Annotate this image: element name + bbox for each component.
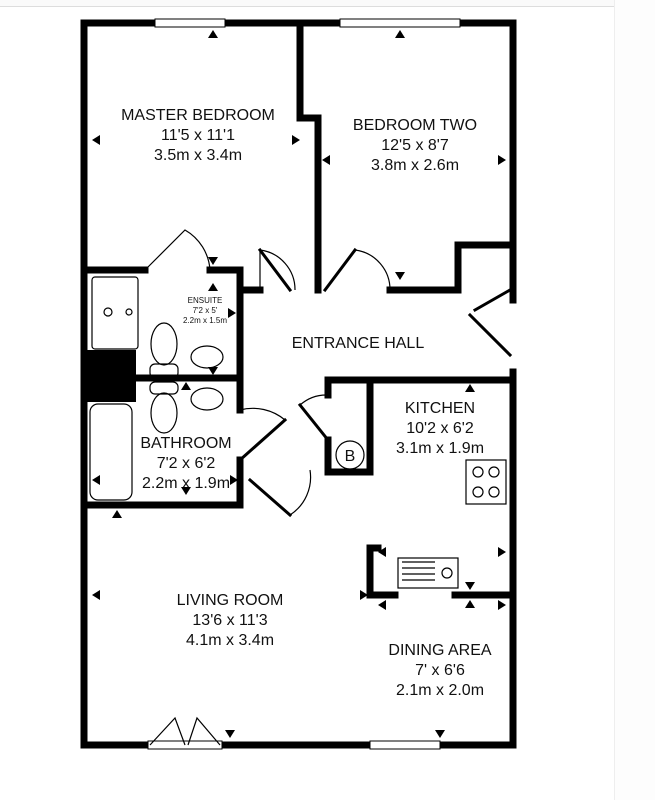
room-name: KITCHEN <box>405 400 475 417</box>
room-metric: 3.8m x 2.6m <box>371 157 459 174</box>
room-metric: 2.1m x 2.0m <box>396 682 484 699</box>
room-metric: 3.5m x 3.4m <box>154 147 242 164</box>
room-name: BEDROOM TWO <box>353 117 477 134</box>
shower-tray <box>91 276 139 350</box>
room-imperial: 7' x 6'6 <box>415 662 465 679</box>
room-metric: 2.2m x 1.9m <box>142 475 230 492</box>
kitchen-sink <box>397 557 459 589</box>
room-name: BATHROOM <box>140 435 231 452</box>
bath <box>89 403 133 501</box>
boiler-label: B <box>345 448 356 465</box>
room-name: ENSUITE <box>188 296 223 305</box>
fixtures <box>89 276 507 589</box>
browser-top-edge <box>0 0 655 7</box>
bathroom-toilet <box>150 392 178 434</box>
room-kitchen: KITCHEN 10'2 x 6'2 3.1m x 1.9m <box>396 400 484 457</box>
duct-block <box>84 350 136 402</box>
room-bedroom-two: BEDROOM TWO 12'5 x 8'7 3.8m x 2.6m <box>353 117 477 174</box>
room-name: DINING AREA <box>388 642 491 659</box>
page-scroll-gutter <box>614 0 655 800</box>
doors <box>144 229 513 746</box>
bathroom-basin <box>190 387 224 411</box>
room-imperial: 12'5 x 8'7 <box>381 137 449 154</box>
room-imperial: 13'6 x 11'3 <box>192 612 267 629</box>
ensuite-basin <box>190 345 224 369</box>
room-metric: 3.1m x 1.9m <box>396 440 484 457</box>
dimension-arrows <box>92 30 506 738</box>
ensuite-toilet <box>150 322 178 366</box>
room-imperial: 7'2 x 5' <box>193 306 218 315</box>
room-dining-area: DINING AREA 7' x 6'6 2.1m x 2.0m <box>388 642 491 699</box>
room-master-bedroom: MASTER BEDROOM 11'5 x 11'1 3.5m x 3.4m <box>121 107 275 164</box>
room-living-room: LIVING ROOM 13'6 x 11'3 4.1m x 3.4m <box>177 592 284 649</box>
hob <box>465 459 507 505</box>
boiler-icon <box>335 440 365 470</box>
room-bathroom: BATHROOM 7'2 x 6'2 2.2m x 1.9m <box>140 435 231 492</box>
room-imperial: 10'2 x 6'2 <box>406 420 474 437</box>
room-name: LIVING ROOM <box>177 592 284 609</box>
room-name: MASTER BEDROOM <box>121 107 275 124</box>
room-imperial: 11'5 x 11'1 <box>161 127 235 144</box>
walls <box>80 19 517 749</box>
room-imperial: 7'2 x 6'2 <box>157 455 216 472</box>
room-metric: 2.2m x 1.5m <box>183 316 227 325</box>
room-metric: 4.1m x 3.4m <box>186 632 274 649</box>
room-ensuite: ENSUITE 7'2 x 5' 2.2m x 1.5m <box>183 296 227 325</box>
room-entrance-hall: ENTRANCE HALL <box>292 335 425 352</box>
